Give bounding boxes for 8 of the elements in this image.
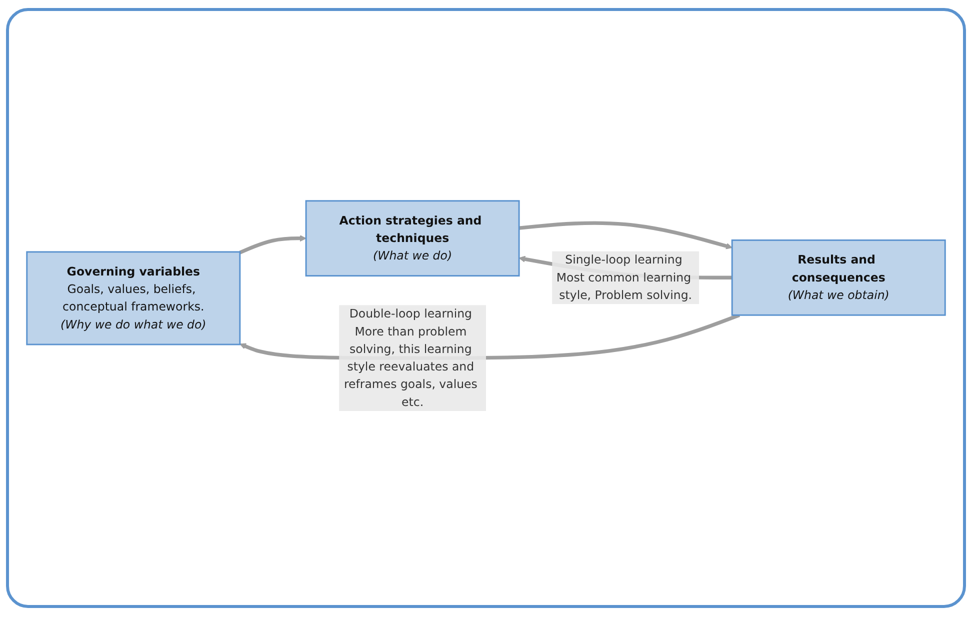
arrow	[518, 221, 732, 250]
edge-label: Single-loop learning Most common learning style, Problem solving.	[556, 252, 692, 302]
edge-label: Double-loop learning More than problem solving, this learning style reevaluates and reframes goals, values etc.	[344, 306, 478, 409]
arrow	[239, 235, 306, 254]
node-box	[26, 251, 241, 346]
diagram-frame: Single-loop learning Most common learning style, Problem solving. Double-loop learning More than problem solving, this learning style reevaluates and reframes goals, values etc. Governing variables Goals, values, beliefs, conceptual frameworks. (Why we do what we do) Action strategies and techniques (What we do) Results and consequences (What we obtain)	[6, 8, 966, 608]
node-box	[731, 240, 946, 316]
node-box	[305, 200, 520, 277]
